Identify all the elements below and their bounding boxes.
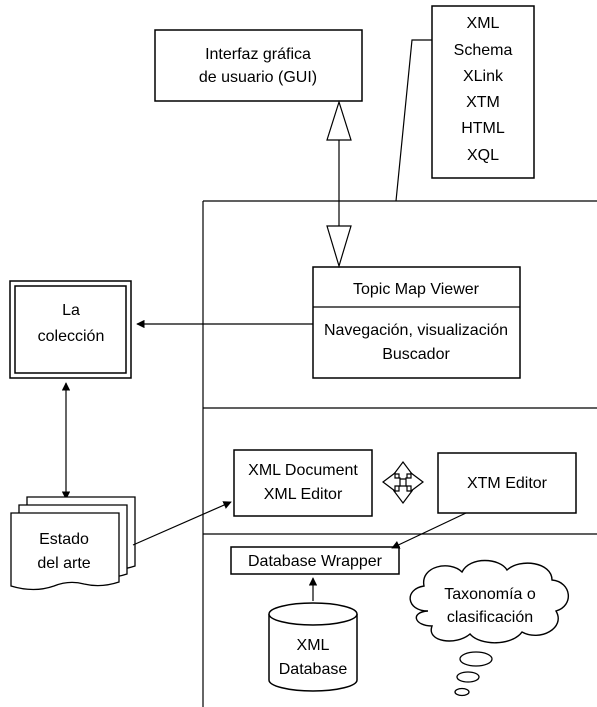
system-frame [202, 200, 597, 707]
xml-database-cylinder: XML Database [268, 602, 358, 692]
xml-database-line-2: Database [279, 661, 348, 678]
xml-database-line-1: XML [297, 637, 330, 654]
taxonomy-line-1: Taxonomía o [444, 586, 536, 603]
xml-document-editor-line-2: XML Editor [264, 486, 343, 503]
gui-box-line-2: de usuario (GUI) [199, 69, 317, 86]
topic-map-viewer-box: Topic Map Viewer Navegación, visualizaci… [312, 266, 521, 379]
collection-line-2: colección [38, 328, 105, 345]
state-of-art-line-1: Estado [39, 531, 89, 548]
taxonomy-thought-cloud: Taxonomía o clasificación [409, 559, 569, 697]
standard-item-schema: Schema [454, 42, 513, 59]
xml-document-editor-line-1: XML Document [248, 462, 358, 479]
taxonomy-line-2: clasificación [447, 609, 533, 626]
four-way-arrows-icon [382, 461, 424, 504]
xtm-editor-box: XTM Editor [437, 452, 577, 514]
standard-item-xql: XQL [467, 147, 499, 164]
standard-item-xlink: XLink [463, 68, 504, 85]
standard-item-xml: XML [467, 15, 500, 32]
collection-line-1: La [62, 302, 80, 319]
topic-map-viewer-line-1: Navegación, visualización [324, 322, 508, 339]
database-wrapper-label: Database Wrapper [248, 553, 383, 570]
state-of-art-line-2: del arte [37, 555, 90, 572]
standard-item-html: HTML [461, 120, 505, 137]
collection-box: La colección [9, 280, 132, 379]
gui-box-line-1: Interfaz gráfica [205, 46, 311, 63]
topic-map-viewer-line-2: Buscador [382, 346, 450, 363]
state-to-xml-editor-arrow [132, 501, 232, 546]
xtm-editor-label: XTM Editor [467, 475, 548, 492]
xml-document-editor-box: XML Document XML Editor [233, 449, 373, 517]
topic-map-viewer-title: Topic Map Viewer [353, 281, 480, 298]
standards-callout-line [395, 39, 432, 202]
gui-viewer-connector [326, 100, 352, 269]
standards-box: XML Schema XLink XTM HTML XQL [431, 5, 535, 179]
gui-box: Interfaz gráfica de usuario (GUI) [154, 29, 363, 102]
database-wrapper-box: Database Wrapper [230, 546, 400, 575]
standard-item-xtm: XTM [466, 94, 500, 111]
xtm-to-wrapper-arrow [391, 512, 467, 549]
state-of-art-documents: Estado del arte [10, 496, 136, 591]
